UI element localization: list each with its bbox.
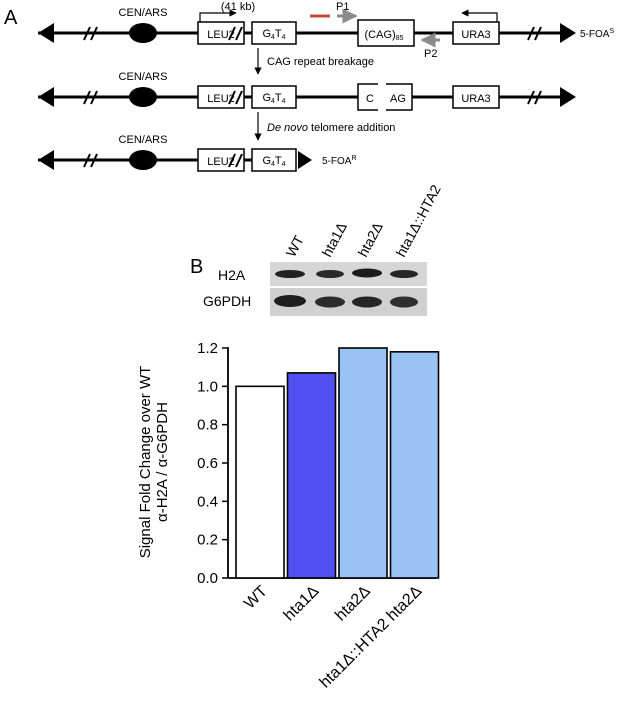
panel-a: A CEN/ARS LEU2 (41 kb) G4T4 (CAG)85 P1 P… — [4, 1, 614, 172]
bar — [235, 385, 285, 579]
panel-b-label: B — [190, 256, 203, 278]
blot-lane-label: hta1Δ::HTA2 — [393, 182, 444, 260]
cen-ars-label: CEN/ARS — [119, 7, 168, 19]
blot-band — [315, 296, 345, 308]
y-ticks: 0.0 0.2 0.4 0.6 0.8 1.0 1.2 — [197, 340, 228, 587]
break-mark — [527, 90, 542, 105]
blot-row-label-g6pdh: G6PDH — [203, 293, 251, 309]
bar — [338, 347, 388, 579]
break-mark — [228, 153, 243, 168]
cag-repeat-box — [357, 19, 415, 47]
g4t4-label: G4T4 — [262, 92, 285, 105]
break-mark — [83, 26, 98, 41]
blot-band — [390, 270, 418, 278]
blot-band — [352, 296, 382, 308]
primer-p1-label: P1 — [336, 1, 349, 13]
y-axis-label-line: α-H2A / α-G6PDH — [154, 402, 171, 522]
leu2-box — [197, 148, 245, 172]
g4t4-box — [251, 21, 297, 45]
foa-r-label: 5-FOAR — [322, 155, 357, 167]
blot-lane-labels: WT hta1Δ hta2Δ hta1Δ::HTA2 — [283, 182, 444, 260]
leu2-box — [197, 21, 245, 45]
left-arrowhead — [38, 23, 54, 43]
x-tick-label: hta1Δ::HTA2 hta2Δ — [317, 583, 426, 692]
broken-cag-left — [357, 83, 378, 111]
g4t4-box — [251, 85, 297, 109]
y-axis-label-line: Signal Fold Change over WT — [137, 366, 154, 559]
g4t4-label: G4T4 — [262, 28, 285, 41]
ura3-promoter-arrow — [461, 9, 498, 22]
y-tick-label: 0.6 — [197, 455, 218, 472]
blot-row-label-h2a: H2A — [218, 267, 246, 283]
blot-lane-label: hta1Δ — [319, 220, 350, 260]
leu2-promoter-arrow — [199, 9, 237, 22]
y-tick-label: 1.0 — [197, 378, 218, 395]
ura3-box — [452, 85, 500, 109]
construct-healed: CEN/ARS LEU2 G4T4 5-FOAR — [38, 134, 357, 172]
broken-cag-right-label: AG — [390, 93, 406, 105]
leu2-label: LEU2 — [207, 29, 235, 41]
right-arrowhead — [560, 23, 576, 43]
blot-g6pdh — [270, 288, 427, 316]
construct-broken: CEN/ARS LEU2 G4T4 C AG URA3 — [38, 71, 576, 111]
ura3-box — [452, 21, 500, 45]
foa-s-label: 5-FOAS — [580, 28, 614, 40]
leu2-label: LEU2 — [207, 156, 235, 168]
panel-a-label: A — [4, 7, 18, 29]
leu2-label: LEU2 — [207, 93, 235, 105]
cen-ars-label: CEN/ARS — [119, 71, 168, 83]
blot-band — [275, 270, 305, 278]
ura3-label: URA3 — [461, 29, 490, 41]
bar — [286, 372, 337, 579]
broken-cag-right — [386, 83, 413, 111]
break-mark — [228, 90, 243, 105]
x-tick-label: hta1Δ — [281, 583, 323, 625]
blot-lane-label: WT — [283, 232, 308, 259]
panel-b: B WT hta1Δ hta2Δ hta1Δ::HTA2 H2A G6PDH — [137, 182, 444, 692]
break-mark — [228, 26, 243, 41]
y-tick-label: 0.4 — [197, 493, 218, 510]
broken-cag-left-label: C — [366, 93, 374, 105]
right-arrowhead — [560, 87, 576, 107]
g4t4-label: G4T4 — [262, 155, 285, 168]
x-tick-label: WT — [241, 583, 271, 613]
centromere-oval — [129, 87, 157, 107]
left-arrowhead — [38, 87, 54, 107]
y-tick-label: 0.8 — [197, 417, 218, 434]
centromere-oval — [129, 23, 157, 43]
x-tick-label: hta2Δ — [332, 583, 374, 625]
bar-chart: Signal Fold Change over WTα-H2A / α-G6PD… — [137, 340, 440, 692]
bars — [235, 347, 440, 579]
distance-label: (41 kb) — [221, 1, 255, 13]
bar — [389, 351, 440, 579]
y-axis-label: Signal Fold Change over WTα-H2A / α-G6PD… — [137, 366, 171, 559]
leu2-box — [197, 85, 245, 109]
left-arrowhead — [38, 150, 54, 170]
break-mark — [83, 90, 98, 105]
break-mark — [527, 26, 542, 41]
blot-h2a — [270, 262, 427, 286]
y-tick-label: 0.2 — [197, 532, 218, 549]
cag-repeat-label: (CAG)85 — [365, 29, 404, 42]
ura3-label: URA3 — [461, 93, 490, 105]
y-tick-label: 0.0 — [197, 570, 218, 587]
telomere-arrowhead — [298, 151, 312, 169]
g4t4-box — [251, 148, 297, 172]
blot-lane-label: hta2Δ — [355, 220, 386, 260]
step2-label: De novo telomere addition — [267, 122, 395, 134]
blot-band — [316, 270, 344, 278]
y-tick-label: 1.2 — [197, 340, 218, 357]
cen-ars-label: CEN/ARS — [119, 134, 168, 146]
blot-band — [352, 268, 382, 278]
primer-p2-label: P2 — [424, 48, 437, 60]
step1-label: CAG repeat breakage — [267, 56, 374, 68]
construct-full: CEN/ARS LEU2 (41 kb) G4T4 (CAG)85 P1 P2 … — [38, 1, 614, 60]
blot-band — [390, 296, 418, 308]
centromere-oval — [129, 150, 157, 170]
blot-band — [274, 295, 306, 307]
break-mark — [83, 153, 98, 168]
